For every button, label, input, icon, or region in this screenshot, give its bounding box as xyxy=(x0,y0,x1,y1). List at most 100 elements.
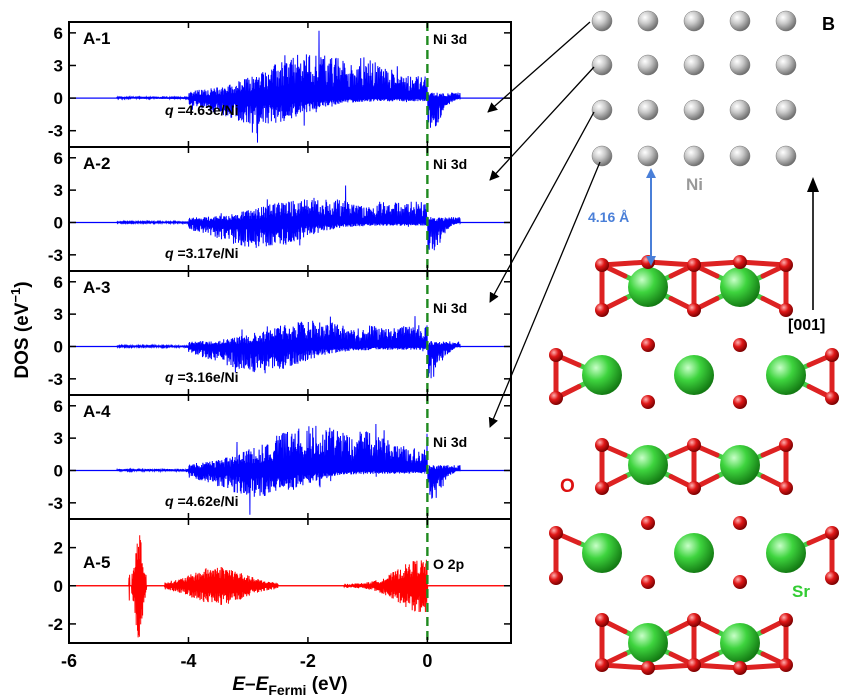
direction-label: [001] xyxy=(788,317,825,334)
sr-atom xyxy=(766,355,806,395)
sr-atom xyxy=(628,267,668,307)
o-atom xyxy=(779,303,793,317)
ni-atom xyxy=(729,99,751,121)
ni-atom xyxy=(775,145,797,167)
o-atom xyxy=(549,526,563,540)
sr-atom xyxy=(766,533,806,573)
ni-atom xyxy=(591,10,613,32)
panel-id-label: A-2 xyxy=(83,154,110,173)
orbital-label: O 2p xyxy=(433,556,464,572)
dos-series-A-3 xyxy=(69,316,511,379)
y-tick-label: -3 xyxy=(48,246,63,265)
o-atom xyxy=(549,391,563,405)
o-atom xyxy=(687,658,701,672)
direction-arrowhead xyxy=(807,177,819,192)
ni-atom xyxy=(729,145,751,167)
connector-arrow-2 xyxy=(489,66,595,181)
o-atom xyxy=(779,481,793,495)
ni-atom xyxy=(775,10,797,32)
sr-atom xyxy=(582,355,622,395)
ni-atom xyxy=(683,54,705,76)
o-atom xyxy=(687,303,701,317)
ni-atom xyxy=(637,54,659,76)
y-tick-label: 6 xyxy=(54,397,63,416)
ni-label: Ni xyxy=(686,175,703,194)
dos-panel-3: 630-3A-3Ni 3dq =3.16e/Ni xyxy=(48,270,512,396)
panel-frame xyxy=(68,518,512,644)
sr-label: Sr xyxy=(792,582,810,601)
sr-atom xyxy=(720,623,760,663)
y-tick-label: 0 xyxy=(54,89,63,108)
oxide-atoms xyxy=(549,255,839,675)
o-atom xyxy=(549,571,563,585)
ni-atom xyxy=(775,54,797,76)
o-atom xyxy=(733,395,747,409)
connector-arrow-3 xyxy=(489,111,595,303)
structure-panel: 4.16 Å Ni O Sr B [001] xyxy=(487,10,839,675)
o-atom xyxy=(733,516,747,530)
y-tick-label: 0 xyxy=(54,461,63,480)
y-tick-label: -3 xyxy=(48,494,63,513)
x-tick-label: 0 xyxy=(422,651,432,671)
panel-id-label: A-3 xyxy=(83,278,110,297)
panel-id-label: A-1 xyxy=(83,29,110,48)
sr-atom xyxy=(674,533,714,573)
orbital-label: Ni 3d xyxy=(433,31,467,47)
ni-atom xyxy=(683,10,705,32)
y-axis-label: DOS (eV−1) xyxy=(8,281,33,378)
sr-atom xyxy=(720,267,760,307)
o-atom xyxy=(641,516,655,530)
panel-frame xyxy=(68,270,512,396)
y-tick-label: 6 xyxy=(54,273,63,292)
o-atom xyxy=(687,481,701,495)
y-tick-label: 2 xyxy=(54,539,63,558)
y-tick-label: 3 xyxy=(54,305,63,324)
ni-atom xyxy=(775,99,797,121)
sr-atom xyxy=(674,355,714,395)
o-atom xyxy=(549,348,563,362)
o-atom xyxy=(779,438,793,452)
o-atom xyxy=(595,303,609,317)
ni-atom xyxy=(637,145,659,167)
charge-label: q =3.17e/Ni xyxy=(165,245,239,261)
ni-atoms xyxy=(591,10,797,167)
ni-atom xyxy=(729,10,751,32)
dos-series-A-2 xyxy=(69,185,511,251)
y-tick-label: -3 xyxy=(48,370,63,389)
y-tick-label: -3 xyxy=(48,122,63,141)
o-atom xyxy=(687,613,701,627)
o-atom xyxy=(779,258,793,272)
ni-atom xyxy=(591,145,613,167)
y-tick-label: 0 xyxy=(54,577,63,596)
o-atom xyxy=(825,526,839,540)
ni-atom xyxy=(591,99,613,121)
o-atom xyxy=(779,613,793,627)
y-tick-label: 3 xyxy=(54,56,63,75)
o-atom xyxy=(641,575,655,589)
o-atom xyxy=(595,481,609,495)
o-atom xyxy=(733,661,747,675)
y-tick-label: 6 xyxy=(54,149,63,168)
o-atom xyxy=(825,348,839,362)
dos-series-A-1 xyxy=(69,30,511,143)
y-tick-label: -2 xyxy=(48,615,63,634)
sr-atom xyxy=(628,445,668,485)
o-atom xyxy=(641,395,655,409)
o-atom xyxy=(687,258,701,272)
o-atom xyxy=(595,613,609,627)
ni-atom xyxy=(683,99,705,121)
connector-arrow-1 xyxy=(487,21,591,113)
sr-atom xyxy=(720,445,760,485)
o-atom xyxy=(641,661,655,675)
panel-id-label: A-5 xyxy=(83,553,110,572)
o-atom xyxy=(595,438,609,452)
panel-id-label: A-4 xyxy=(83,402,111,421)
orbital-label: Ni 3d xyxy=(433,300,467,316)
orbital-label: Ni 3d xyxy=(433,434,467,450)
y-tick-label: 3 xyxy=(54,181,63,200)
y-tick-label: 0 xyxy=(54,213,63,232)
